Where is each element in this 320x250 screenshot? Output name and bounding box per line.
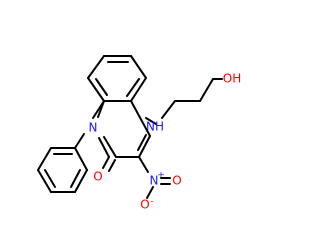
nitro-oxygen-charge: - [150, 197, 153, 207]
nitro-nitrogen-label: N [150, 174, 159, 188]
nitro-oxygen-lower-label: O [140, 198, 149, 212]
carbonyl-oxygen-label: O [93, 170, 102, 184]
c8a-n-bond [97, 100, 105, 118]
carbonyl [102, 156, 116, 172]
c3-nitro-bond [138, 156, 149, 173]
structure-drawing: N O NH OH N + O O - [37, 55, 241, 212]
hydroxypropyl-chain [145, 78, 223, 125]
amine-label: NH [146, 120, 164, 134]
phenyl-ring [37, 133, 88, 193]
molecule-canvas: N O NH OH N + O O - [37, 55, 241, 212]
n-c2-bond-visible [98, 137, 110, 158]
nitro-lower-bond [146, 186, 154, 199]
nitro-upper-double-bond [160, 177, 171, 185]
nitro-nitrogen-charge: + [157, 171, 165, 181]
hydroxyl-label: OH [223, 72, 241, 86]
nitro-oxygen-upper-label: O [172, 174, 181, 188]
ring-nitrogen-label: N [89, 121, 98, 135]
benzo-ring [87, 55, 147, 102]
